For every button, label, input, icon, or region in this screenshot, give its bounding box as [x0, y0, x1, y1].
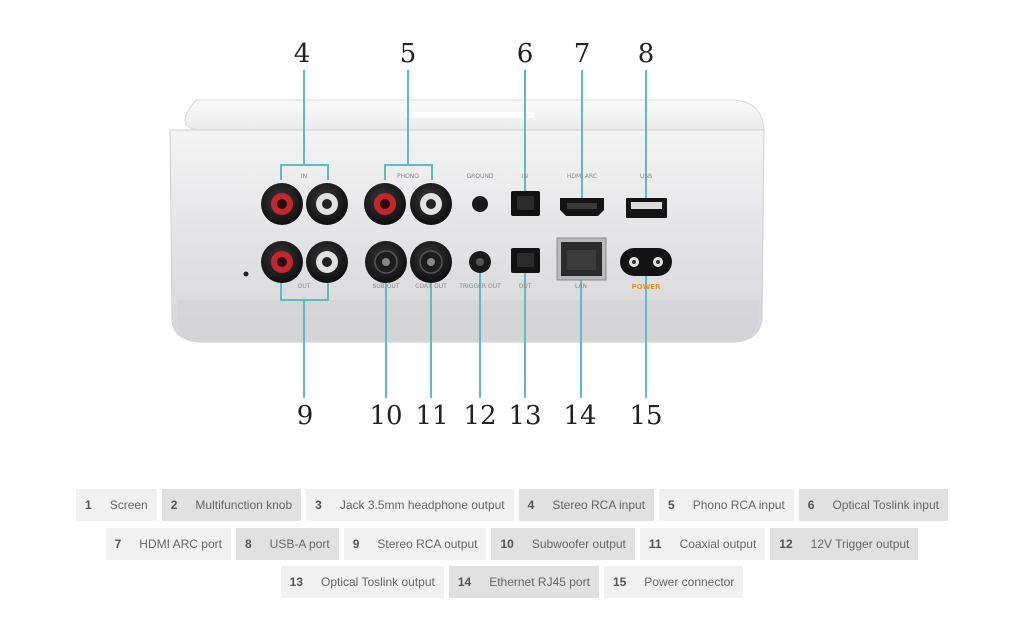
- optical-in-port: [511, 191, 540, 216]
- label-in: IN: [301, 173, 307, 180]
- device-body: [169, 99, 765, 343]
- callout-9: 9: [297, 401, 314, 431]
- callout-7: 7: [574, 39, 591, 69]
- label-coax-out: COAX OUT: [415, 283, 447, 290]
- callout-6: 6: [517, 39, 534, 69]
- label-phono: PHONO: [397, 173, 419, 180]
- rca-stereo-output: [261, 241, 348, 283]
- label-sub-out: SUB OUT: [372, 283, 399, 290]
- label-trigger-out: TRIGGER OUT: [458, 283, 501, 290]
- label-usb: USB: [640, 173, 652, 180]
- reset-pinhole: [243, 271, 249, 277]
- power-connector: [620, 248, 672, 276]
- callout-14: 14: [563, 401, 596, 431]
- ethernet-rj45-port: [556, 237, 607, 281]
- callout-12: 12: [463, 401, 496, 431]
- label-hdmi-arc: HDMI ARC: [567, 173, 597, 180]
- callout-13: 13: [508, 401, 541, 431]
- callout-8: 8: [638, 39, 655, 69]
- label-out: OUT: [298, 283, 311, 290]
- label-optical-in: IN: [522, 173, 528, 180]
- usb-a-port: [626, 198, 667, 218]
- label-optical-out: OUT: [519, 283, 532, 290]
- callout-5: 5: [400, 39, 417, 69]
- rca-phono-input: [364, 183, 452, 225]
- optical-out-port: [511, 248, 540, 273]
- callout-10: 10: [369, 401, 402, 431]
- trigger-out-jack: [469, 251, 491, 273]
- callout-4: 4: [294, 39, 311, 69]
- callout-15: 15: [629, 401, 662, 431]
- rca-stereo-input: [261, 183, 348, 225]
- ground-post: [472, 196, 488, 212]
- device-rear-diagram: 4 5 6 7 8 9 10 11 12 13 14 15 IN PHONO G…: [169, 39, 765, 431]
- hdmi-arc-port: [560, 198, 604, 216]
- rca-sub-coax-output: [365, 241, 452, 283]
- label-ground: GROUND: [466, 173, 493, 180]
- callout-lines: [303, 70, 647, 398]
- label-power: POWER: [632, 283, 662, 291]
- callout-11: 11: [415, 401, 448, 431]
- label-lan: LAN: [575, 283, 587, 290]
